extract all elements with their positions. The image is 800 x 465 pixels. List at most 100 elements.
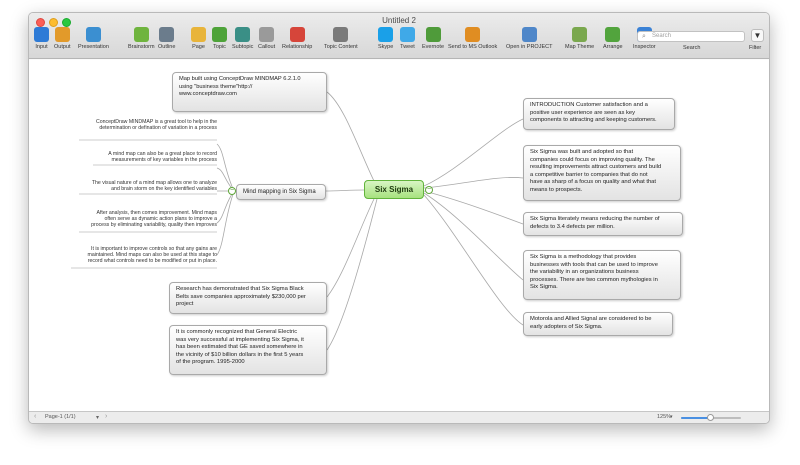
- toolbar-label: Send to MS Outlook: [448, 44, 498, 50]
- evernote-icon: [425, 27, 441, 42]
- collapse-right-toggle[interactable]: −: [425, 186, 433, 194]
- subtopic-line: ConceptDraw MINDMAP is a great tool to h…: [95, 119, 217, 125]
- zoom-window-button[interactable]: [62, 18, 71, 27]
- toolbar-tweet-button[interactable]: Tweet: [400, 27, 415, 50]
- topic-six-sigma-built[interactable]: Six Sigma was built and adopted so that …: [523, 145, 681, 201]
- link-central-left-top-note: [326, 91, 375, 182]
- note-line: www.conceptdraw.com: [179, 91, 237, 97]
- topic-line: companies could focus on improving quali…: [530, 156, 655, 163]
- zoom-slider[interactable]: [681, 414, 741, 421]
- toolbar-arrange-button[interactable]: Arrange: [603, 27, 623, 50]
- topic-research-black-belts[interactable]: Research has demonstrated that Six Sigma…: [169, 282, 327, 314]
- topic-line: early adopters of Six Sigma.: [530, 323, 603, 330]
- topic-content-icon: [333, 27, 349, 42]
- toolbar-page-button[interactable]: Page: [191, 27, 206, 50]
- toolbar-outlook-button[interactable]: Send to MS Outlook: [448, 27, 497, 50]
- subtopic-3[interactable]: The visual nature of a mind map allows o…: [74, 180, 217, 192]
- page-indicator: Page-1 (1/1): [45, 414, 76, 420]
- topic-icon: [212, 27, 227, 42]
- toolbar-topic-button[interactable]: Topic: [212, 27, 227, 50]
- search-input[interactable]: ⌕ Search: [637, 31, 745, 42]
- subtopic-4[interactable]: After analysis, then comes improvement. …: [74, 210, 217, 228]
- link-central-right-2: [423, 177, 524, 189]
- topic-early-adopters[interactable]: Motorola and Allied Signal are considere…: [523, 312, 673, 336]
- topic-line: It is commonly recognized that General E…: [176, 329, 298, 335]
- topic-line: a competitive barrier to companies that …: [530, 171, 648, 178]
- next-page-icon[interactable]: ›: [105, 413, 108, 420]
- collapse-left-toggle[interactable]: −: [228, 187, 236, 195]
- link-left-sub-5: [216, 190, 235, 256]
- map-canvas[interactable]: Six Sigma − − Map built using ConceptDra…: [29, 60, 769, 411]
- filter-icon: ▼: [753, 31, 762, 40]
- topic-line: of the program. 1995-2000: [176, 359, 245, 365]
- subtopic-5[interactable]: It is important to improve controls so t…: [67, 246, 217, 264]
- callout-icon: [259, 27, 275, 42]
- toolbar-label: Open in PROJECT: [506, 44, 553, 50]
- prev-page-icon[interactable]: ‹: [34, 413, 37, 420]
- topic-general-electric[interactable]: It is commonly recognized that General E…: [169, 325, 327, 375]
- output-icon: [54, 27, 70, 42]
- page-menu-chevron-icon[interactable]: ▾: [96, 415, 100, 421]
- close-window-button[interactable]: [36, 18, 45, 27]
- filter-label: Filter: [749, 45, 762, 51]
- link-central-left-topic: [324, 189, 365, 192]
- subtopic-icon: [235, 27, 251, 42]
- toolbar-label: Map Theme: [565, 44, 595, 50]
- link-central-left-bottom-1: [326, 198, 375, 298]
- topic-line: project: [176, 301, 194, 307]
- toolbar-subtopic-button[interactable]: Subtopic: [232, 27, 253, 50]
- zoom-slider-fill: [681, 417, 711, 419]
- filter-button[interactable]: ▼: [751, 29, 764, 42]
- toolbar-label: Topic Content: [324, 44, 358, 50]
- subtopic-line: After analysis, then comes improvement. …: [96, 210, 217, 216]
- link-central-left-bottom-2: [326, 198, 378, 351]
- topic-line: has been estimated that GE saved somewhe…: [176, 344, 303, 350]
- central-topic[interactable]: Six Sigma: [364, 180, 424, 199]
- topic-line: Six Sigma literately means reducing the …: [530, 216, 660, 222]
- toolbar-presentation-button[interactable]: Presentation: [78, 27, 109, 50]
- toolbar-label: Outline: [158, 44, 176, 50]
- toolbar-evernote-button[interactable]: Evernote: [422, 27, 444, 50]
- link-central-right-5: [423, 194, 524, 326]
- subtopic-line: process by eliminating variability, qual…: [91, 222, 217, 228]
- minimize-window-button[interactable]: [49, 18, 58, 27]
- brainstorm-icon: [133, 27, 149, 42]
- toolbar-label: Evernote: [422, 44, 445, 50]
- zoom-slider-thumb[interactable]: [707, 414, 714, 421]
- toolbar-label: Output: [54, 44, 71, 50]
- topic-defects-per-million[interactable]: Six Sigma literately means reducing the …: [523, 212, 683, 236]
- subtopic-line: A mind map can also be a great place to …: [108, 151, 217, 157]
- note-conceptdraw-info[interactable]: Map built using ConceptDraw MINDMAP 6.2.…: [172, 72, 327, 112]
- link-left-sub-1: [216, 143, 235, 192]
- relationship-icon: [289, 27, 305, 42]
- toolbar-skype-button[interactable]: Skype: [378, 27, 393, 50]
- arrange-icon: [605, 27, 621, 42]
- topic-methodology[interactable]: Six Sigma is a methodology that provides…: [523, 250, 681, 300]
- link-central-right-1: [423, 118, 524, 187]
- zoom-menu-chevron-icon[interactable]: ▾: [670, 414, 673, 420]
- toolbar-outline-button[interactable]: Outline: [158, 27, 175, 50]
- toolbar-label: Presentation: [78, 44, 109, 50]
- toolbar-label: Subtopic: [232, 44, 254, 50]
- topic-mind-mapping[interactable]: Mind mapping in Six Sigma: [236, 184, 326, 200]
- outline-icon: [159, 27, 175, 42]
- topic-line: businesses with tools that can be used t…: [530, 261, 658, 268]
- page-icon: [191, 27, 206, 42]
- toolbar-topic-content-button[interactable]: Topic Content: [324, 27, 358, 50]
- subtopic-2[interactable]: A mind map can also be a great place to …: [79, 151, 217, 163]
- toolbar-relationship-button[interactable]: Relationship: [282, 27, 312, 50]
- toolbar-callout-button[interactable]: Callout: [258, 27, 275, 50]
- topic-line: was very successful at implementing Six …: [176, 336, 304, 343]
- toolbar-project-button[interactable]: Open in PROJECT: [506, 27, 552, 50]
- subtopic-1[interactable]: ConceptDraw MINDMAP is a great tool to h…: [79, 119, 217, 131]
- toolbar-output-button[interactable]: Output: [54, 27, 71, 50]
- toolbar-map-theme-button[interactable]: Map Theme: [565, 27, 594, 50]
- subtopic-line: and brain storm on the key identified va…: [111, 186, 217, 192]
- topic-introduction[interactable]: INTRODUCTION Customer satisfaction and a…: [523, 98, 675, 130]
- toolbar-input-button[interactable]: Input: [34, 27, 49, 50]
- link-central-right-3: [423, 190, 524, 225]
- toolbar-brainstorm-button[interactable]: Brainstorm: [128, 27, 155, 50]
- topic-line: the vicinity of $10 billion dollars in t…: [176, 351, 304, 358]
- topic-line: means to prospects.: [530, 186, 583, 193]
